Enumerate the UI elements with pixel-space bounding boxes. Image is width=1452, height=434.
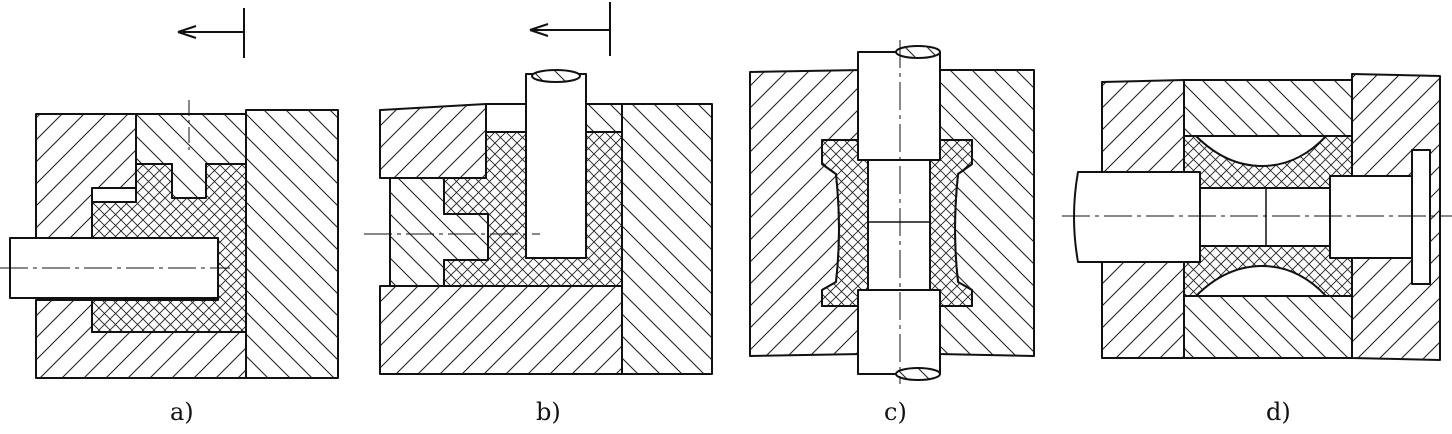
mold-d <box>1062 73 1452 361</box>
mold-d-center-pin <box>1199 187 1331 247</box>
mold-b <box>364 2 713 375</box>
mold-b-pin-end <box>531 69 581 83</box>
mold-d-pin-head <box>1411 149 1431 285</box>
label-a: a) <box>170 398 194 426</box>
mold-d-center-top <box>1183 79 1353 137</box>
mold-d-left-pin <box>1073 171 1201 263</box>
label-b: b) <box>536 398 561 426</box>
mold-c-core <box>867 159 931 291</box>
mold-b-direction-arrow <box>529 2 611 56</box>
mold-b-bottom-block <box>379 285 623 375</box>
mold-d-right-pin <box>1329 175 1413 259</box>
mold-c-lower-end <box>895 367 941 381</box>
mold-b-core-pin <box>525 73 587 259</box>
mold-a <box>0 8 339 379</box>
mold-c <box>749 40 1035 384</box>
mold-b-top-left-block <box>379 103 487 179</box>
label-c: c) <box>884 398 907 426</box>
mold-a-direction-arrow <box>177 8 245 58</box>
mold-d-center-bottom <box>1183 295 1353 359</box>
mold-c-lower-punch <box>857 289 941 375</box>
mold-c-upper-punch <box>857 51 941 161</box>
mold-a-right-block <box>245 109 339 379</box>
mold-b-right-block <box>621 103 713 375</box>
label-d: d) <box>1266 398 1291 426</box>
mold-a-pin <box>9 237 219 299</box>
mold-c-upper-end <box>895 45 941 59</box>
